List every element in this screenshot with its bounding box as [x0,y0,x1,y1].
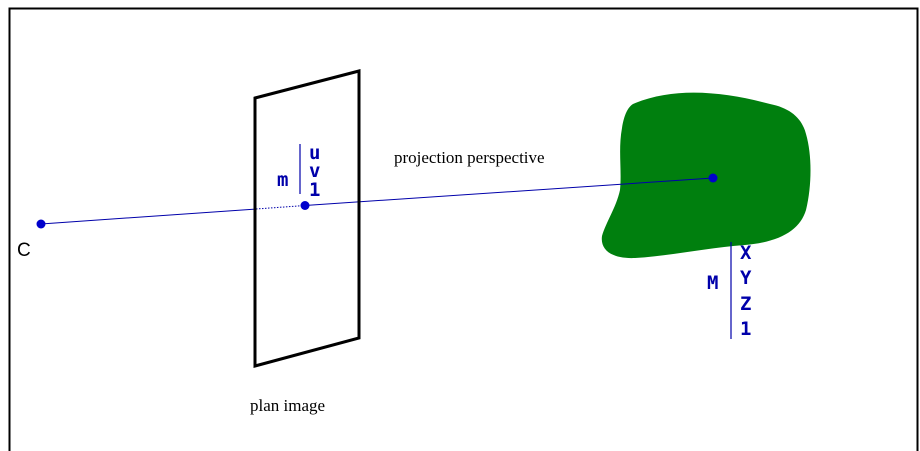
camera-center-point [36,219,46,229]
camera-center-label: C [17,240,31,261]
projection-label: projection perspective [394,148,545,167]
image-point-m [300,201,310,210]
image-coord-u: u [309,142,320,164]
ray-segment-world [304,177,714,206]
ray-segment-hidden [255,205,306,210]
image-plane [253,69,361,368]
frame-border [8,7,919,451]
image-plane-label: plan image [250,396,325,415]
object-blob [601,92,811,259]
ray-segment-camera [40,208,257,225]
world-coord-y: Y [740,267,752,289]
world-point-name: M [707,272,718,294]
image-coord-1: 1 [309,179,320,201]
world-coord-z: Z [740,293,751,315]
image-coord-v: v [309,160,320,182]
world-coord-x: X [740,242,752,264]
world-point-M [708,173,718,183]
image-point-name: m [277,169,288,191]
world-coord-1: 1 [740,318,751,340]
